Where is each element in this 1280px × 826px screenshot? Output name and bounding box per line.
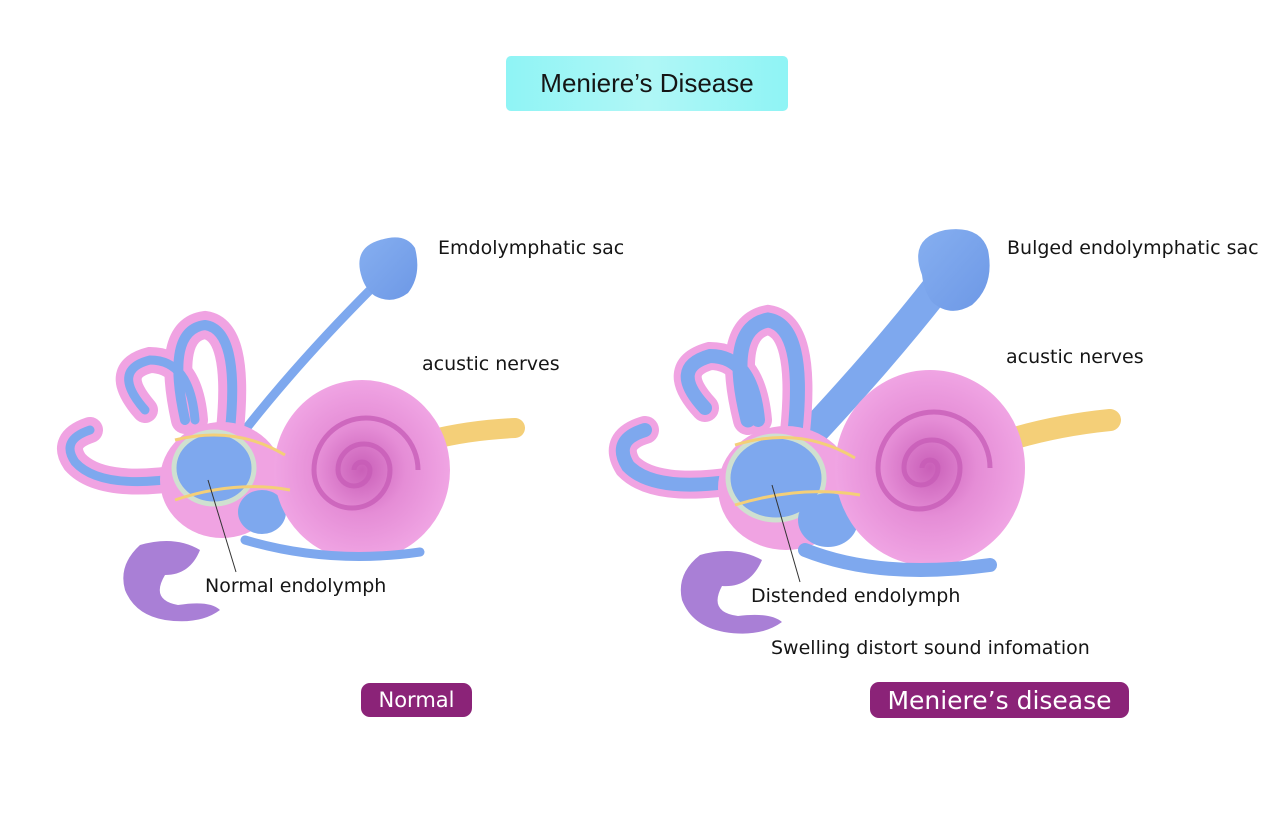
label-endolymphatic-sac: Emdolymphatic sac xyxy=(438,237,625,259)
endolymphatic-duct xyxy=(790,275,950,455)
badge-meniere-text: Meniere’s disease xyxy=(887,685,1112,715)
label-acoustic-nerves-disease: acustic nerves xyxy=(1006,346,1144,368)
endolymphatic-sac xyxy=(918,229,990,311)
semicircular-canal xyxy=(65,425,185,487)
label-bulged-sac: Bulged endolymphatic sac xyxy=(1007,237,1259,259)
acoustic-nerve xyxy=(1004,409,1121,449)
cochlear-duct xyxy=(240,535,425,561)
endolymphatic-duct xyxy=(240,280,380,435)
normal-ear xyxy=(57,237,525,622)
label-distended-endolymph: Distended endolymph xyxy=(751,585,961,607)
disease-ear xyxy=(608,229,1121,634)
badge-normal-text: Normal xyxy=(378,688,455,712)
badge-normal: Normal xyxy=(361,683,472,717)
cochlea xyxy=(835,370,1025,566)
endolymph-leader xyxy=(771,484,801,583)
semicircular-canal xyxy=(615,423,747,492)
semicircular-canal xyxy=(732,312,805,440)
badge-meniere: Meniere’s disease xyxy=(870,682,1129,718)
vestibule xyxy=(171,429,257,507)
semicircular-canal xyxy=(680,348,765,427)
endolymph-leader xyxy=(207,479,237,573)
title-banner: Meniere’s Disease xyxy=(506,56,788,111)
label-acoustic-nerves: acustic nerves xyxy=(422,353,560,375)
vestibular-organ xyxy=(680,551,782,634)
endolymphatic-sac xyxy=(359,237,418,300)
cochlea xyxy=(274,380,450,560)
diagram-title: Meniere’s Disease xyxy=(540,68,754,98)
semicircular-canal xyxy=(124,355,200,425)
label-normal-endolymph: Normal endolymph xyxy=(205,575,387,597)
cochlear-duct xyxy=(798,543,997,577)
vestibular-organ xyxy=(123,541,220,622)
semicircular-canal xyxy=(173,319,238,435)
label-swelling-note: Swelling distort sound infomation xyxy=(771,637,1090,659)
